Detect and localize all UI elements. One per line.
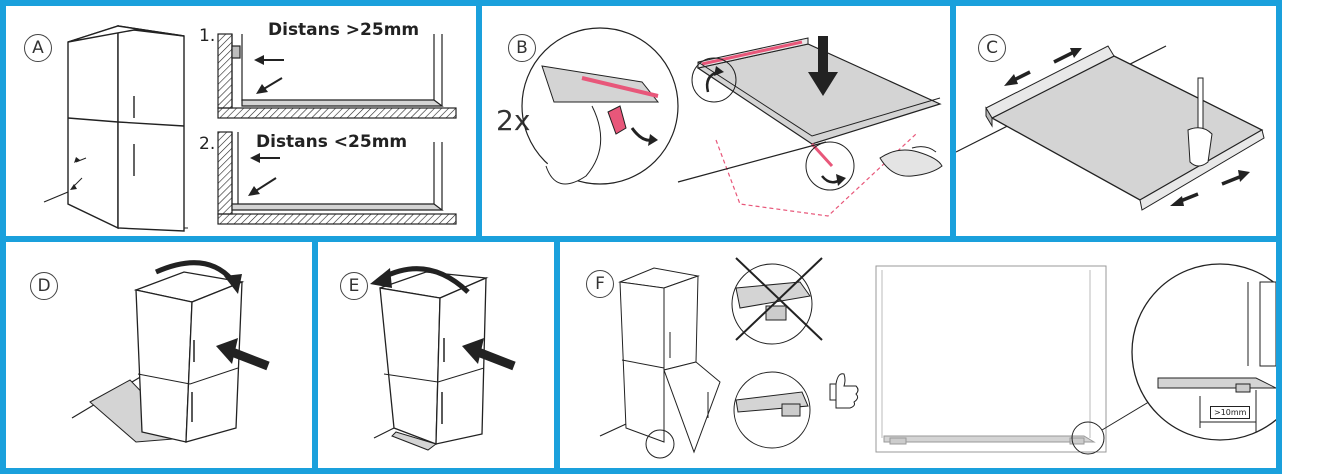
panel-e-label: E xyxy=(340,272,368,300)
curved-arrow-icon xyxy=(705,66,724,93)
panel-e: E xyxy=(312,236,560,474)
panel-e-illustration xyxy=(370,266,516,451)
quantity-text: 2x xyxy=(496,104,531,137)
arrow-icon xyxy=(256,77,283,94)
arrow-icon xyxy=(248,177,277,196)
panel-f-label: F xyxy=(586,270,614,298)
panel-c-illustration xyxy=(956,45,1265,211)
curved-arrow-icon xyxy=(370,266,470,294)
panel-b: B 2x xyxy=(476,0,956,242)
arrow-icon xyxy=(250,153,280,163)
panel-d: D xyxy=(0,236,318,474)
step-2-distance-text: Distans <25mm xyxy=(256,132,408,152)
magnifier-circle-icon xyxy=(521,27,679,185)
thumbs-up-icon xyxy=(829,373,859,409)
arrow-icon xyxy=(1221,170,1250,186)
curved-arrow-icon xyxy=(154,260,242,294)
panel-a-label: A xyxy=(24,34,52,62)
panel-c-label: C xyxy=(978,34,1006,62)
arrow-icon xyxy=(1170,192,1199,206)
arrow-icon xyxy=(808,36,838,96)
panel-c: C xyxy=(950,0,1282,242)
panel-d-illustration xyxy=(71,260,270,443)
panel-f-illustration xyxy=(599,257,1276,459)
magnifier-circle-icon xyxy=(1131,263,1276,441)
panel-d-label: D xyxy=(30,272,58,300)
panel-b-illustration xyxy=(521,27,943,217)
panel-b-label: B xyxy=(508,34,536,62)
arrow-icon xyxy=(254,55,284,65)
step-1-distance-text: Distans >25mm xyxy=(268,20,420,40)
panel-a: A xyxy=(0,0,482,242)
arrow-icon xyxy=(462,338,516,371)
panel-f: F xyxy=(554,236,1282,474)
arrow-icon xyxy=(74,157,80,163)
arrow-icon xyxy=(1053,48,1082,64)
panel-a-illustration xyxy=(43,25,457,232)
step-2-number: 2. xyxy=(199,134,216,154)
step-1-number: 1. xyxy=(199,26,216,46)
clearance-measure-text: >10mm xyxy=(1210,406,1251,419)
curved-arrow-icon xyxy=(821,174,846,186)
cross-icon xyxy=(735,257,823,341)
arrow-icon xyxy=(1004,70,1031,86)
arrow-icon xyxy=(216,338,270,371)
curved-arrow-icon xyxy=(630,127,658,146)
